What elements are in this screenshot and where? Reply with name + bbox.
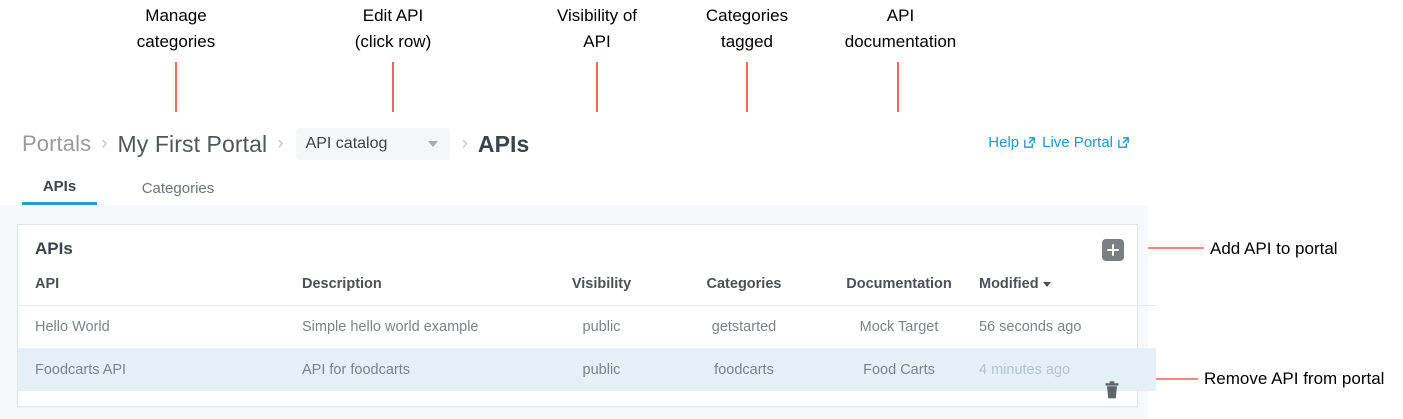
table-row[interactable]: Foodcarts API API for foodcarts public f… bbox=[18, 348, 1156, 391]
tab-apis[interactable]: APIs bbox=[22, 171, 97, 205]
api-catalog-select-value: API catalog bbox=[305, 135, 388, 152]
cell-modified: 56 seconds ago bbox=[979, 305, 1156, 349]
help-link-label: Help bbox=[988, 134, 1020, 151]
trash-icon bbox=[1105, 381, 1119, 399]
cell-visibility: public bbox=[534, 348, 669, 391]
cell-modified: 4 minutes ago bbox=[979, 348, 1156, 391]
column-header-categories[interactable]: Categories bbox=[669, 276, 819, 306]
column-header-modified-label: Modified bbox=[979, 276, 1039, 292]
breadcrumb-portals[interactable]: Portals bbox=[22, 131, 92, 156]
breadcrumb-portal-name[interactable]: My First Portal bbox=[117, 130, 268, 157]
tab-categories-label: Categories bbox=[141, 179, 215, 197]
cell-categories: foodcarts bbox=[669, 348, 819, 391]
callout-remove-api: Remove API from portal bbox=[1204, 369, 1385, 388]
column-header-documentation[interactable]: Documentation bbox=[819, 276, 979, 306]
tab-apis-label: APIs bbox=[42, 178, 77, 195]
add-api-button[interactable] bbox=[1102, 239, 1124, 261]
table-header-row: API Description Visibility Categories Do… bbox=[18, 276, 1156, 306]
column-header-visibility[interactable]: Visibility bbox=[534, 276, 669, 306]
tab-bar: APIs Categories bbox=[0, 171, 1148, 208]
live-portal-link[interactable]: Live Portal bbox=[1042, 134, 1130, 151]
callout-visibility-of-api: Visibility of API bbox=[557, 6, 637, 51]
external-link-icon bbox=[1023, 136, 1036, 149]
tab-categories[interactable]: Categories bbox=[132, 171, 224, 205]
cell-documentation: Mock Target bbox=[819, 305, 979, 349]
breadcrumb-separator-icon: › bbox=[461, 133, 468, 154]
column-header-visibility-label: Visibility bbox=[571, 276, 632, 292]
external-link-icon bbox=[1117, 136, 1130, 149]
cell-categories: getstarted bbox=[669, 305, 819, 349]
cell-visibility: public bbox=[534, 305, 669, 349]
column-header-documentation-label: Documentation bbox=[846, 276, 952, 292]
cell-documentation: Food Carts bbox=[819, 348, 979, 391]
cell-api: Foodcarts API bbox=[18, 348, 302, 391]
column-header-description[interactable]: Description bbox=[302, 276, 534, 306]
help-link[interactable]: Help bbox=[988, 134, 1036, 151]
apis-table: API Description Visibility Categories Do… bbox=[18, 276, 1156, 391]
callout-api-documentation: API documentation bbox=[844, 6, 957, 51]
column-header-modified[interactable]: Modified bbox=[979, 276, 1156, 306]
callout-categories-tagged: Categories tagged bbox=[705, 6, 789, 51]
callout-add-api: Add API to portal bbox=[1210, 239, 1338, 258]
live-portal-link-label: Live Portal bbox=[1042, 134, 1113, 151]
table-row[interactable]: Hello World Simple hello world example p… bbox=[18, 305, 1156, 349]
breadcrumb-separator-icon: › bbox=[101, 133, 108, 154]
top-links: Help Live Portal bbox=[988, 134, 1130, 151]
sort-desc-icon bbox=[1042, 281, 1051, 287]
api-catalog-select[interactable]: API catalog bbox=[295, 128, 450, 160]
breadcrumb: Portals › My First Portal › API catalog … bbox=[22, 125, 529, 163]
column-header-description-label: Description bbox=[302, 276, 382, 292]
breadcrumb-current: APIs bbox=[477, 130, 530, 157]
callout-manage-categories: Manage categories bbox=[136, 6, 216, 51]
plus-icon bbox=[1111, 244, 1115, 256]
column-header-api[interactable]: API bbox=[18, 276, 302, 306]
card-title: APIs bbox=[35, 239, 73, 258]
column-header-api-label: API bbox=[35, 276, 60, 292]
column-header-categories-label: Categories bbox=[706, 276, 782, 292]
chevron-down-icon bbox=[427, 141, 438, 147]
breadcrumb-separator-icon: › bbox=[277, 133, 284, 154]
cell-api: Hello World bbox=[18, 305, 302, 349]
portal-admin-app: Portals › My First Portal › API catalog … bbox=[0, 112, 1156, 419]
callout-line-remove-api bbox=[1114, 378, 1198, 380]
cell-description: API for foodcarts bbox=[302, 348, 534, 391]
callout-line-add-api bbox=[1118, 247, 1204, 249]
cell-description: Simple hello world example bbox=[302, 305, 534, 349]
remove-api-button[interactable] bbox=[1102, 380, 1122, 402]
callout-edit-api: Edit API (click row) bbox=[354, 6, 432, 51]
apis-card: APIs API Description Visibility bbox=[17, 224, 1156, 407]
